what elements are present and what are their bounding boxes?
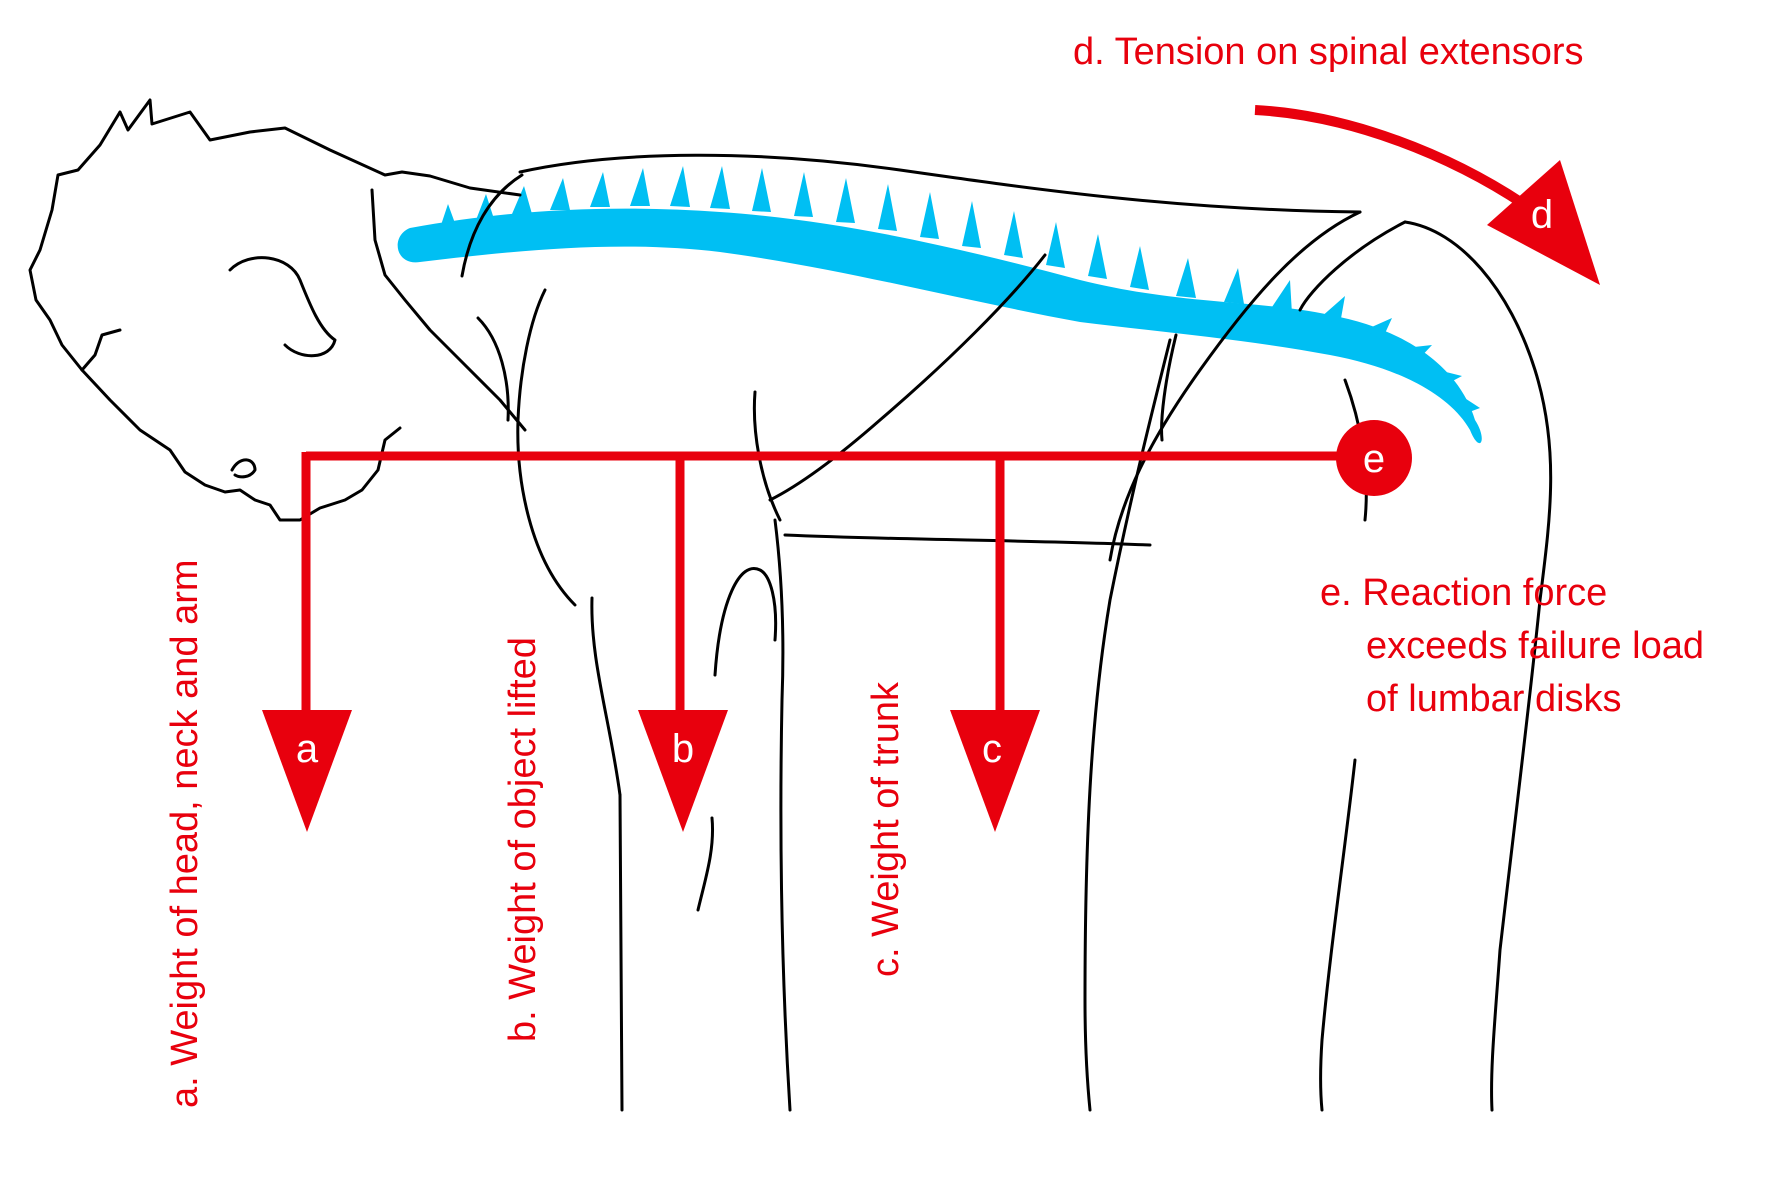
force-c-arrowhead [950, 710, 1040, 832]
figure-outline [28, 98, 1553, 1112]
forearm-front [618, 793, 624, 1112]
label-e-line2: exceeds failure load [1366, 625, 1704, 667]
nose [80, 328, 122, 372]
label-d: d. Tension on spinal extensors [1073, 31, 1584, 73]
force-b-arrowhead [638, 710, 728, 832]
hair [28, 98, 522, 372]
neck [370, 188, 527, 432]
marker-b-letter: b [672, 727, 694, 771]
spine [397, 166, 1482, 444]
marker-d-letter: d [1531, 193, 1553, 237]
back-thigh-inner [1160, 333, 1178, 442]
marker-e-letter: e [1363, 437, 1385, 481]
marker-c-letter: c [982, 727, 1002, 771]
upper-arm-front [516, 288, 577, 607]
marker-a-letter: a [296, 727, 319, 771]
chin-detail [230, 458, 257, 479]
hip-back [1298, 220, 1407, 312]
force-d-arrowhead [1487, 160, 1600, 285]
face [80, 368, 402, 522]
hip-front [1108, 210, 1362, 562]
labels: a. Weight of head, neck and arm b. Weigh… [164, 31, 1704, 1108]
label-e-line3: of lumbar disks [1366, 678, 1622, 720]
label-b: b. Weight of object lifted [502, 637, 544, 1042]
chest [476, 316, 510, 422]
force-d-arc [1254, 105, 1528, 210]
label-a: a. Weight of head, neck and arm [164, 559, 206, 1108]
ear [228, 256, 337, 358]
waist-line [783, 533, 1152, 547]
thumb [696, 816, 715, 912]
abdomen [773, 518, 792, 1112]
forearm-back [590, 596, 622, 797]
force-e-marker [1336, 420, 1412, 496]
inner-leg [1319, 758, 1357, 1112]
marker-letters: a b c d e [296, 193, 1553, 771]
back-contour [518, 153, 1362, 214]
hand [713, 567, 778, 677]
spine-column [397, 208, 1482, 444]
label-e-line1: e. Reaction force [1320, 572, 1607, 614]
torso-side [768, 253, 1047, 502]
force-a-arrowhead [262, 710, 352, 832]
shoulder-blade [460, 173, 524, 278]
buttock [1403, 220, 1553, 1112]
label-c: c. Weight of trunk [865, 681, 907, 977]
force-system [262, 105, 1600, 832]
